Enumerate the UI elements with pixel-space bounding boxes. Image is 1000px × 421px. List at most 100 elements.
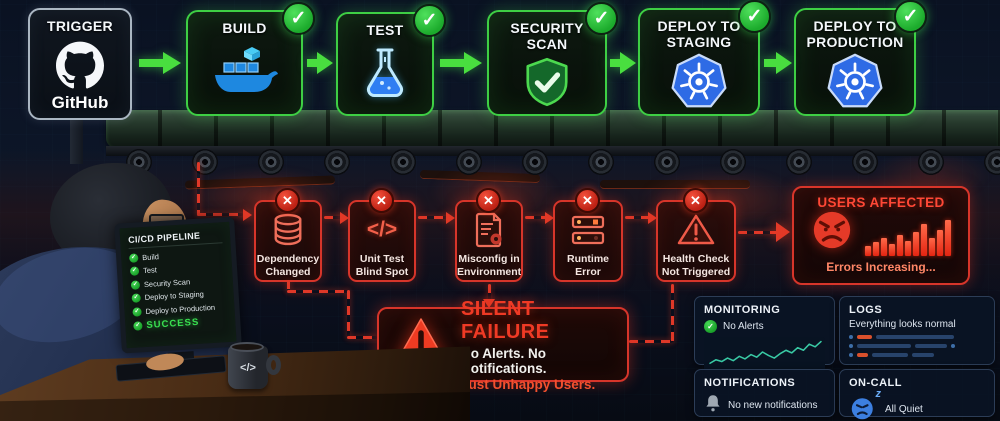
checklist-item: Deploy to Production: [145, 302, 216, 316]
logs-title: LOGS: [849, 304, 883, 316]
mug-handle: [266, 355, 281, 375]
failure-label: Health Check Not Triggered: [661, 253, 731, 279]
sleeping-face-icon: z: [849, 388, 881, 421]
flow-arrow-icon: [763, 50, 793, 81]
failure-connector: [629, 340, 673, 343]
failure-x-badge: ✕: [476, 188, 501, 213]
oncall-panel: ON-CALL z All Quiet: [839, 369, 995, 420]
stage-deploy-production: DEPLOY TO PRODUCTION: [794, 8, 916, 116]
check-circle-icon: ✓: [130, 279, 141, 290]
silent-failure-line2: Just Unhappy Users.: [461, 376, 596, 392]
connector-arrow-icon: [648, 212, 657, 224]
failure-connector: [347, 290, 350, 338]
checklist-item: Build: [141, 251, 160, 262]
failure-connector: [287, 280, 290, 292]
failure-runtime-error: Runtime Error: [553, 200, 623, 282]
connector-arrow-icon: [545, 212, 554, 224]
code-icon: </>: [366, 218, 398, 241]
stage-title: TEST: [366, 22, 404, 38]
check-circle-icon: ✓: [131, 293, 141, 303]
failure-connector: [197, 213, 243, 216]
monitoring-status: No Alerts: [723, 321, 764, 332]
screen-title: CI/CD PIPELINE: [127, 229, 223, 249]
mug-code-label: </>: [240, 362, 256, 374]
stage-title: SECURITY SCAN: [510, 20, 584, 52]
log-lines: [849, 335, 985, 357]
checklist-item: Test: [142, 265, 158, 276]
stage-deploy-staging: DEPLOY TO STAGING: [638, 8, 760, 116]
flow-arrow-icon: [137, 50, 183, 81]
docker-icon: [188, 46, 301, 95]
stage-title: DEPLOY TO STAGING: [657, 18, 741, 50]
check-circle-icon: ✓: [132, 306, 142, 317]
stage-title: DEPLOY TO PRODUCTION: [806, 18, 904, 50]
success-check-badge: ✓: [585, 2, 618, 35]
conveyor-belt-seams: [106, 110, 1000, 148]
server-icon: [555, 210, 621, 250]
stage-title: BUILD: [222, 20, 267, 36]
failure-connector: [525, 216, 547, 219]
pipeline-status-monitor: CI/CD PIPELINE ✓Build ✓Test ✓Security Sc…: [114, 216, 242, 354]
notifications-panel: NOTIFICATIONS No new notifications: [694, 369, 835, 417]
stage-sublabel: GitHub: [51, 92, 109, 112]
failure-connector: [197, 162, 200, 216]
users-affected-title: USERS AFFECTED: [817, 195, 945, 210]
failure-x-badge: ✕: [275, 188, 300, 213]
flow-arrow-icon: [306, 50, 334, 81]
monitoring-panel: MONITORING ✓ No Alerts: [694, 296, 835, 372]
users-affected-status: Errors Increasing...: [826, 260, 936, 274]
check-circle-icon: ✓: [704, 320, 717, 333]
failure-x-badge: ✕: [683, 188, 708, 213]
kubernetes-icon: [796, 53, 914, 109]
monitoring-sparkline: [704, 337, 825, 372]
connector-arrow-icon: [776, 222, 790, 242]
flow-arrow-icon: [438, 50, 484, 81]
silent-failure-title: SILENT FAILURE: [461, 297, 550, 343]
flask-icon: [338, 43, 432, 101]
failure-x-badge: ✕: [369, 188, 394, 213]
failure-connector: [625, 216, 650, 219]
connector-arrow-icon: [243, 209, 252, 221]
coffee-mug: </>: [228, 342, 281, 389]
error-bar-chart: [865, 218, 951, 256]
failure-connector: [347, 336, 377, 339]
success-check-badge: ✓: [282, 2, 315, 35]
connector-arrow-icon: [483, 299, 495, 308]
check-circle-icon: ✓: [133, 321, 143, 331]
checklist-item: Security Scan: [143, 276, 191, 289]
github-icon: [30, 41, 130, 89]
failure-label: Misconfig in Environment: [457, 253, 522, 279]
pipe-decor: [600, 180, 750, 189]
connector-arrow-icon: [446, 212, 455, 224]
logs-status: Everything looks normal: [849, 319, 956, 330]
failure-unit-test-blind-spot: </> Unit Test Blind Spot: [348, 200, 416, 282]
notifications-title: NOTIFICATIONS: [704, 377, 796, 389]
failure-label: Dependency Changed: [256, 253, 320, 279]
failure-label: Runtime Error: [567, 253, 609, 279]
failure-connector: [324, 216, 342, 219]
success-check-badge: ✓: [894, 0, 927, 33]
stage-build: BUILD: [186, 10, 303, 116]
check-circle-icon: ✓: [129, 266, 140, 276]
users-affected-box: USERS AFFECTED Errors Increasing...: [792, 186, 970, 285]
silent-failure-line1: No Alerts. No Notifications.: [461, 345, 547, 376]
success-check-badge: ✓: [738, 0, 771, 33]
warning-triangle-icon: [658, 210, 734, 250]
success-check-badge: ✓: [413, 4, 446, 37]
stage-title: TRIGGER: [47, 18, 113, 34]
oncall-status: All Quiet: [885, 404, 923, 415]
angry-face-icon: [811, 209, 853, 256]
failure-connector: [671, 284, 674, 342]
failure-health-check-not-triggered: Health Check Not Triggered: [656, 200, 736, 282]
failure-connector: [418, 216, 448, 219]
failure-connector: [738, 231, 778, 234]
mug-top: [230, 342, 264, 352]
flow-arrow-icon: [609, 50, 637, 81]
stage-trigger: TRIGGER GitHub: [28, 8, 132, 120]
failure-label: Unit Test Blind Spot: [355, 253, 409, 279]
bell-icon: [704, 393, 722, 417]
failure-connector: [287, 290, 349, 293]
failure-connector: [488, 284, 491, 300]
misconfig-doc-icon: [457, 210, 521, 250]
